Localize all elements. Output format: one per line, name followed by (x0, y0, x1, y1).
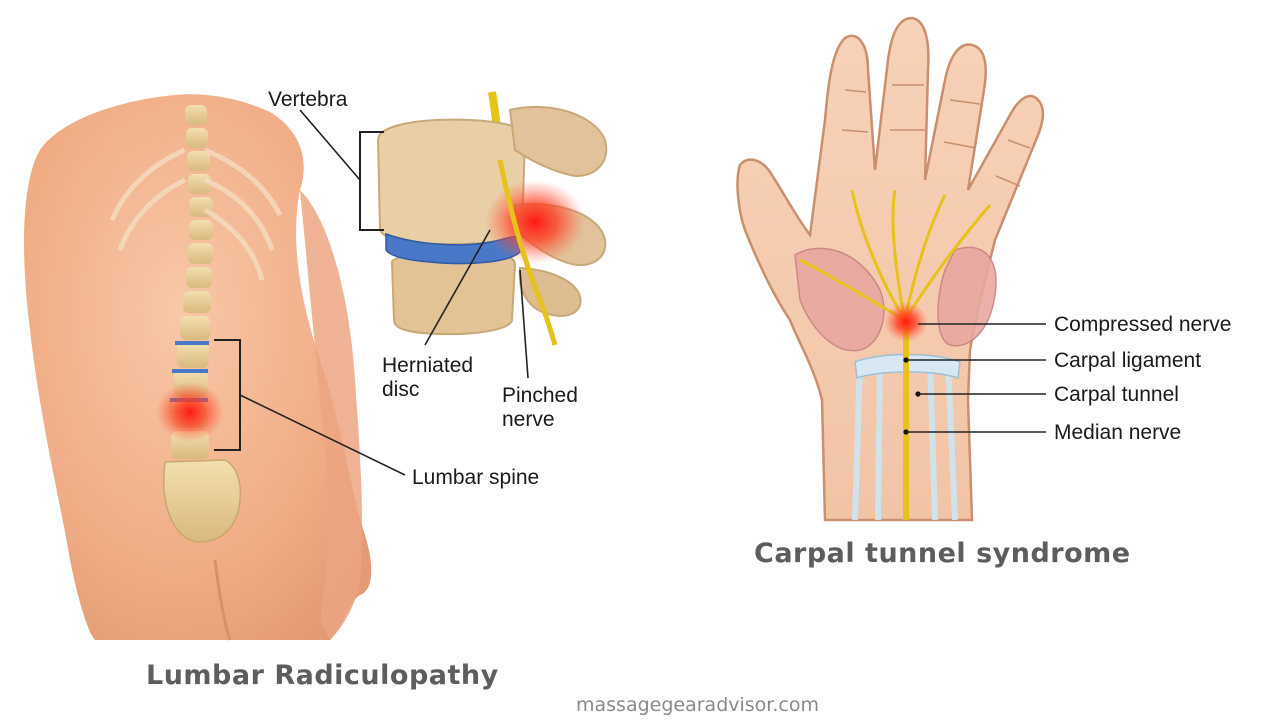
thenar-muscle (794, 247, 885, 352)
vertebra-closeup (359, 91, 608, 346)
tendons (852, 359, 958, 521)
hip-crease (213, 559, 232, 641)
vertebra-bracket (359, 131, 384, 231)
caption-carpal-tunnel-syndrome: Carpal tunnel syndrome (754, 538, 1131, 569)
label-vertebra: Vertebra (268, 88, 348, 111)
pinched-nerve-fiber (497, 159, 558, 346)
label-herniated-line1: Herniated (382, 354, 473, 377)
label-carpal-ligament: Carpal ligament (1054, 349, 1201, 372)
label-pinched-line1: Pinched (502, 384, 578, 407)
right-callout-lines (906, 323, 1046, 433)
label-median-nerve: Median nerve (1054, 421, 1181, 444)
arm-right (300, 190, 363, 640)
hand-figure (736, 16, 1044, 522)
finger-creases (841, 84, 1031, 187)
disc-pain-spot (485, 180, 585, 264)
spinous-process (508, 105, 608, 177)
sacrum (163, 459, 242, 543)
site-watermark: massagegearadvisor.com (576, 694, 819, 716)
label-carpal-tunnel: Carpal tunnel (1054, 383, 1179, 406)
caption-lumbar-radiculopathy: Lumbar Radiculopathy (146, 660, 499, 691)
label-compressed-nerve: Compressed nerve (1054, 313, 1231, 336)
label-herniated-line2: disc (382, 378, 419, 401)
label-pinched-line2: nerve (502, 408, 555, 431)
hand-silhouette (736, 16, 1044, 522)
compressed-nerve-spot (884, 302, 928, 342)
back-figure (24, 94, 372, 641)
label-lumbar-spine: Lumbar spine (412, 466, 539, 489)
lumbar-pain-spot (156, 382, 224, 442)
left-callout-lines (239, 109, 529, 476)
hypothenar-muscle (937, 246, 997, 347)
